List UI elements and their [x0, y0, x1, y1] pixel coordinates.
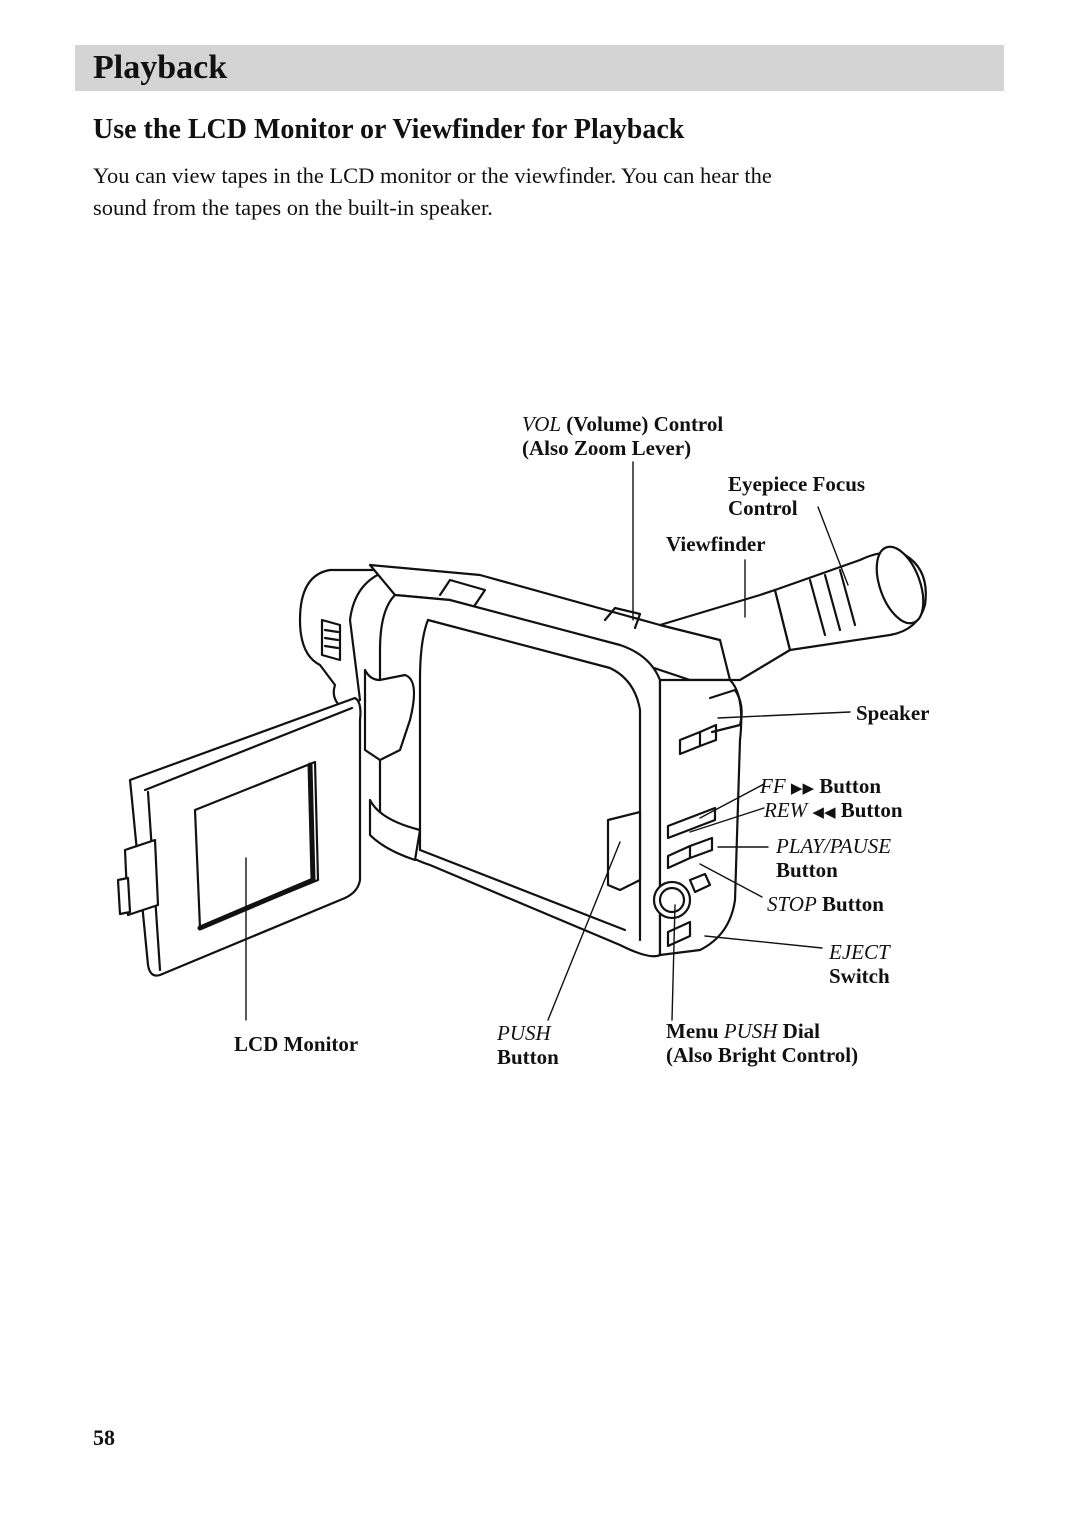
camcorder-diagram: VOL (Volume) Control (Also Zoom Lever) E… [0, 380, 1080, 1100]
label-stop-button: STOP Button [767, 892, 884, 916]
intro-paragraph: You can view tapes in the LCD monitor or… [93, 163, 772, 220]
ff-icon: ▶▶ [790, 781, 814, 797]
label-play-pause-line2: Button [776, 858, 838, 882]
label-eyepiece-focus: Eyepiece Focus [728, 472, 866, 496]
leader-lines [245, 461, 851, 1021]
label-push-button: PUSH [497, 1021, 551, 1045]
label-speaker: Speaker [856, 701, 930, 725]
viewfinder-tube [658, 588, 792, 682]
label-lcd-monitor: LCD Monitor [234, 1032, 359, 1056]
label-menu-push-dial-line2: (Also Bright Control) [666, 1043, 859, 1067]
label-play-pause: PLAY/PAUSE [776, 834, 892, 858]
section-heading: Use the LCD Monitor or Viewfinder for Pl… [93, 114, 685, 145]
label-vol-control: VOL (Volume) Control [522, 412, 724, 436]
label-ff-button: FF ▶▶ Button [760, 774, 882, 798]
grip-outline [298, 568, 392, 712]
camcorder-illustration [116, 461, 927, 1021]
body-side [378, 593, 662, 958]
label-eject: EJECT [829, 940, 890, 964]
page-title: Playback [93, 49, 228, 86]
label-vol-control-line2: (Also Zoom Lever) [522, 436, 692, 460]
label-viewfinder: Viewfinder [666, 532, 766, 556]
header-bar: Playback [75, 45, 1004, 91]
label-eject-line2: Switch [829, 964, 890, 988]
label-eyepiece-focus-line2: Control [728, 496, 798, 520]
front-handle [363, 668, 416, 762]
label-menu-push-dial: Menu PUSH Dial [666, 1019, 821, 1043]
page-number: 58 [93, 1425, 115, 1450]
label-push-button-line2: Button [497, 1045, 559, 1069]
label-rew-button: REW ◀◀ Button [764, 798, 903, 822]
lcd-screen [193, 760, 320, 930]
rew-icon: ◀◀ [812, 805, 836, 821]
